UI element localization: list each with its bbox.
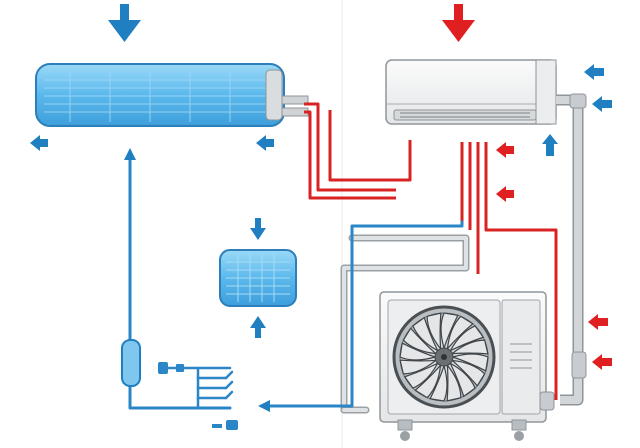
flow-arrow-icon xyxy=(124,148,270,412)
airflow-arrow-icon xyxy=(584,64,604,80)
fan-blade xyxy=(449,361,476,398)
cold-side-arrow-icon xyxy=(108,4,141,42)
heat-arrow-icon xyxy=(588,314,608,330)
airflow-arrow-icon xyxy=(592,96,612,112)
heat-arrow-icon xyxy=(496,142,514,158)
fan-blade xyxy=(446,363,462,402)
fan-blade xyxy=(426,312,442,351)
heat-arrow-icon xyxy=(592,354,612,370)
hot-side-arrow-icon xyxy=(442,4,475,42)
airflow-arrow-icon xyxy=(30,135,48,151)
fan-blade xyxy=(403,362,440,389)
refrigerant-line-grey xyxy=(340,234,470,414)
hot-refrigerant-line xyxy=(460,142,558,400)
fan-blade xyxy=(448,325,485,352)
valve-icon xyxy=(158,362,238,430)
cold-refrigerant-line xyxy=(128,150,464,410)
airflow-arrow-icon xyxy=(256,135,274,151)
airflow-arrow-icon xyxy=(542,134,558,156)
indoor-unit-hot xyxy=(385,59,557,125)
fan-blade xyxy=(399,359,438,375)
fan-blade xyxy=(414,363,442,399)
fan-blade xyxy=(446,315,474,351)
hot-refrigerant-line xyxy=(304,102,412,200)
filter-drier xyxy=(121,339,141,387)
fan-blade xyxy=(429,364,448,402)
airflow-arrow-icon xyxy=(250,218,266,338)
heat-arrow-icon xyxy=(496,186,514,202)
fan-blade xyxy=(451,353,489,372)
fan-icon xyxy=(392,305,496,409)
evaporator-coil xyxy=(219,249,297,307)
indoor-unit-cold xyxy=(35,63,309,127)
fan-blade xyxy=(440,312,459,350)
condensate-pipe xyxy=(556,93,587,406)
fan-blade xyxy=(399,342,437,361)
fan-blade xyxy=(402,327,438,355)
fan-blade xyxy=(450,359,486,387)
valve-manifold xyxy=(158,366,234,410)
fan-blade xyxy=(450,339,489,355)
fan-blade xyxy=(412,316,439,353)
